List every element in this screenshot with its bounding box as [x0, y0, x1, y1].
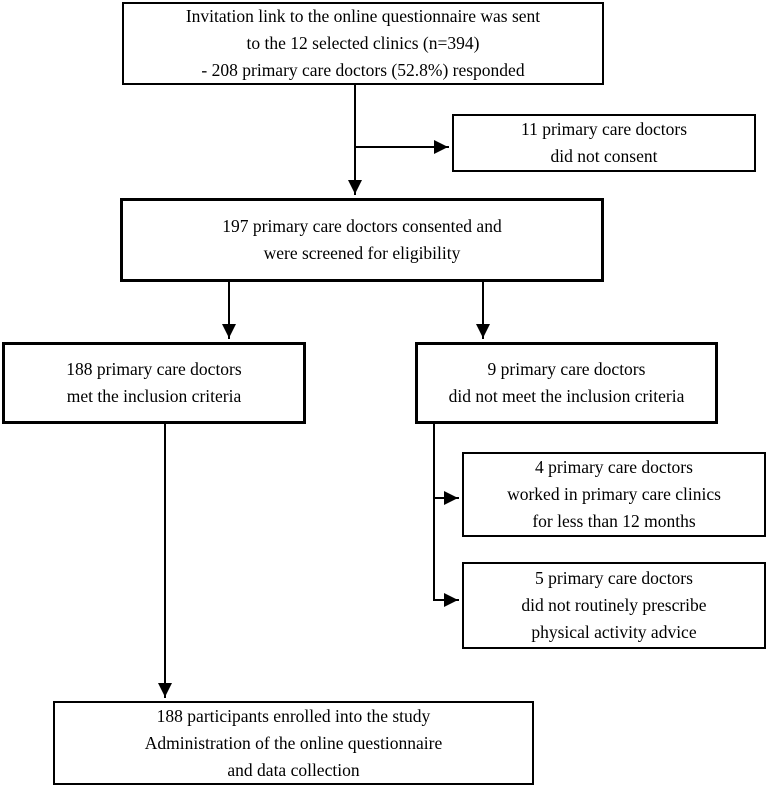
box-consented-screened: 197 primary care doctors consented and w…	[120, 198, 604, 282]
box-worked-less-than-12-months: 4 primary care doctors worked in primary…	[462, 452, 766, 537]
box-not-met-inclusion-criteria: 9 primary care doctors did not meet the …	[415, 342, 718, 424]
box-met-inclusion-criteria: 188 primary care doctors met the inclusi…	[2, 342, 306, 424]
box-enrolled-data-collection: 188 participants enrolled into the study…	[53, 701, 534, 785]
box-did-not-consent: 11 primary care doctors did not consent	[452, 114, 756, 172]
box-invitation-sent: Invitation link to the online questionna…	[122, 2, 604, 85]
box-no-routine-prescription: 5 primary care doctors did not routinely…	[462, 562, 766, 649]
